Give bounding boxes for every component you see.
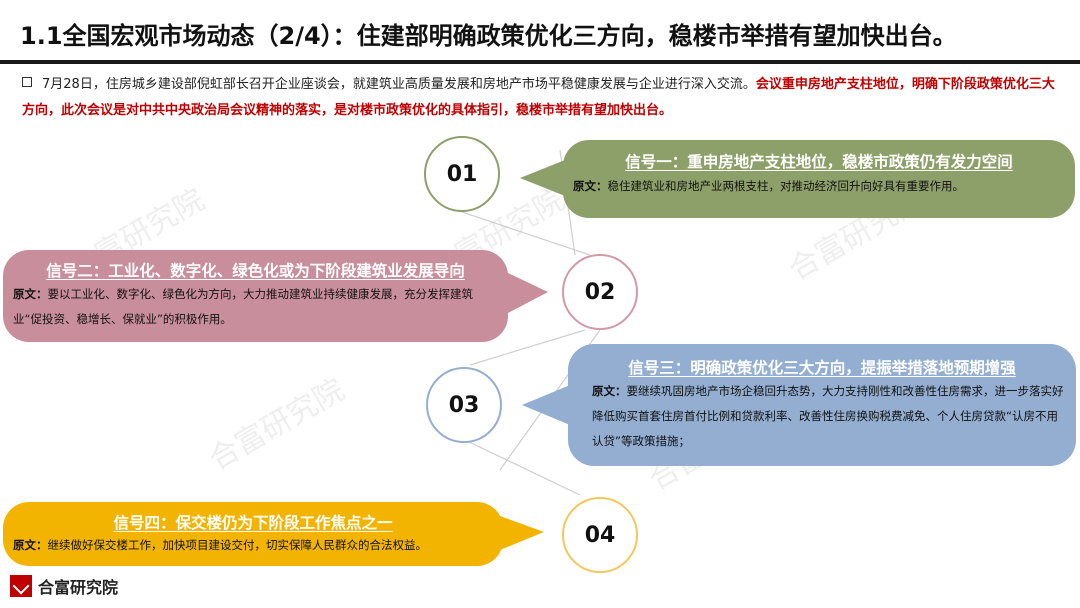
bullet-square-icon [22,77,32,87]
signal-card-3: 信号三：明确政策优化三大方向，提振举措落地预期增强 原文：要继续巩固房地产市场企… [568,344,1076,466]
signal-body: 原文：要以工业化、数字化、绿色化为方向，大力推动建筑业持续健康发展，充分发挥建筑… [3,281,508,332]
title-divider [0,60,1080,64]
bubble-pointer-4 [500,516,544,550]
signal-body: 原文：稳住建筑业和房地产业两根支柱，对推动经济回升向好具有重要作用。 [563,172,1075,199]
signal-title: 信号三：明确政策优化三大方向，提振举措落地预期增强 [628,359,1016,377]
signal-body-text: 稳住建筑业和房地产业两根支柱，对推动经济回升向好具有重要作用。 [607,179,965,193]
footer-brand-name: 合富研究院 [38,578,119,597]
prefix-label: 原文： [592,384,627,398]
intro-highlight-text: 会议重申房地产支柱地位，明确下阶段政策优化三大方向，此次会议是对中共中央政治局会… [22,77,1055,118]
signal-body-text: 继续做好保交楼工作，加快项目建设交付，切实保障人民群众的合法权益。 [47,538,428,552]
signal-number-1: 01 [424,136,500,212]
brand-logo-icon [10,575,32,597]
signal-body-text: 要继续巩固房地产市场企稳回升态势，大力支持刚性和改善性住房需求，进一步落实好降低… [592,384,1064,448]
signal-card-4: 信号四：保交楼仍为下阶段工作焦点之一 原文：继续做好保交楼工作，加快项目建设交付… [3,502,503,566]
signal-body-text: 要以工业化、数字化、绿色化为方向，大力推动建筑业持续健康发展，充分发挥建筑业“促… [13,287,473,326]
signal-title: 信号二：工业化、数字化、绿色化或为下阶段建筑业发展导向 [46,262,465,280]
bubble-pointer-1 [520,160,565,196]
signal-title: 信号四：保交楼仍为下阶段工作焦点之一 [113,514,393,532]
prefix-label: 原文： [573,179,608,193]
prefix-label: 原文： [13,538,48,552]
signal-body: 原文：继续做好保交楼工作，加快项目建设交付，切实保障人民群众的合法权益。 [3,533,503,558]
connector-line [469,329,586,366]
page-title: 1.1全国宏观市场动态（2/4）：住建部明确政策优化三方向，稳楼市举措有望加快出… [20,22,957,50]
prefix-label: 原文： [13,287,48,301]
bubble-pointer-3 [522,385,570,425]
signal-title: 信号一：重申房地产支柱地位，稳楼市政策仍有发力空间 [625,153,1013,171]
signal-number-2: 02 [562,254,638,330]
bubble-pointer-2 [506,272,548,314]
signal-card-2: 信号二：工业化、数字化、绿色化或为下阶段建筑业发展导向 原文：要以工业化、数字化… [3,250,508,342]
connector-line [461,211,591,256]
footer-brand: 合富研究院 [10,574,118,598]
intro-normal-text: 7月28日，住房城乡建设部倪虹部长召开企业座谈会，就建筑业高质量发展和房地产市场… [42,77,756,92]
intro-paragraph: 7月28日，住房城乡建设部倪虹部长召开企业座谈会，就建筑业高质量发展和房地产市场… [22,72,1062,124]
signal-number-4: 04 [562,497,638,573]
signal-number-3: 03 [426,367,502,443]
signal-card-1: 信号一：重申房地产支柱地位，稳楼市政策仍有发力空间 原文：稳住建筑业和房地产业两… [563,140,1075,218]
signal-body: 原文：要继续巩固房地产市场企稳回升态势，大力支持刚性和改善性住房需求，进一步落实… [568,378,1076,454]
connector-line [464,439,581,496]
